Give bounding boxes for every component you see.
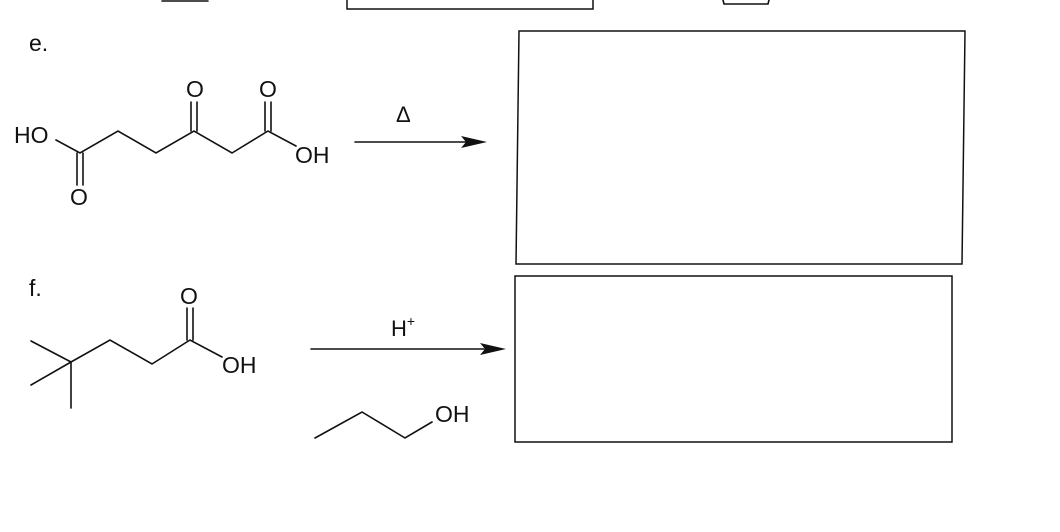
fragment-ring: [722, 0, 770, 5]
e-condition-heat: Δ: [396, 102, 411, 127]
fragment-answer-box: [346, 0, 594, 10]
f-condition-acid: H+: [391, 313, 415, 341]
e-atom-o-bottom: O: [70, 184, 88, 210]
f-answer-box[interactable]: [514, 275, 953, 443]
problem-e-label: e.: [29, 30, 48, 56]
f-atom-oh: OH: [222, 352, 257, 378]
e-atom-o-acid: O: [259, 76, 277, 102]
problem-e: e. HO O O OH O Δ: [14, 30, 966, 265]
f-atom-o: O: [180, 283, 198, 309]
e-carbon-chain: [55, 130, 297, 154]
f-carbon-chain: [70, 339, 223, 365]
f-reagent-chain: [314, 411, 433, 439]
f-methyl-2: [30, 361, 72, 386]
f-methyl-1: [30, 340, 72, 363]
e-atom-ho: HO: [14, 122, 49, 148]
f-reagent-propanol: OH: [314, 401, 470, 439]
problem-f-label: f.: [29, 275, 42, 301]
e-atom-o-ketone: O: [186, 76, 204, 102]
e-atom-oh: OH: [295, 142, 330, 168]
problem-f: f. O OH H+ OH: [29, 275, 953, 443]
f-reaction-arrow: [310, 343, 506, 355]
problem-e-reactant-molecule: HO O O OH O: [14, 76, 330, 210]
e-answer-box[interactable]: [515, 30, 966, 265]
f-reagent-atom-oh: OH: [435, 401, 470, 427]
previous-problem-fragments: [161, 0, 770, 10]
problem-f-reactant-molecule: O OH: [30, 283, 257, 409]
e-reaction-arrow: [354, 136, 487, 148]
